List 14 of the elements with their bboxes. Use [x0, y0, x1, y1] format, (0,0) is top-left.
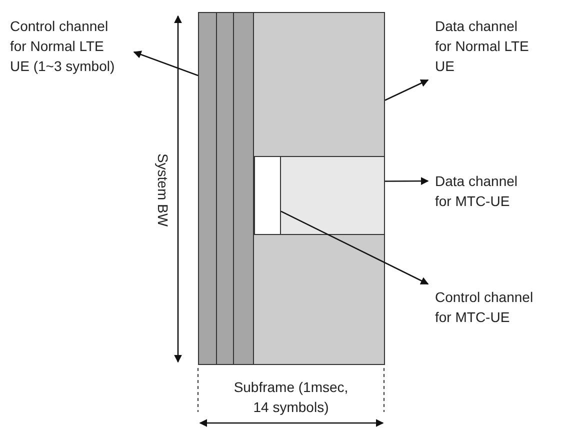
callout-text: Data channel for Normal LTE UE	[435, 16, 535, 76]
mtc-data-block	[280, 156, 385, 235]
data-region	[253, 12, 385, 365]
leader-arrow	[385, 177, 429, 186]
axis-label: System BW	[154, 153, 172, 227]
leader-arrow	[133, 50, 198, 76]
dimension-label: Subframe (1msec, 14 symbols)	[232, 378, 350, 417]
mtc-control-block	[254, 156, 281, 235]
callout-text: Control channel for Normal LTE UE (1~3 symbol)	[10, 16, 118, 76]
callout-text: Data channel for MTC-UE	[435, 171, 535, 211]
leader-arrow	[280, 210, 429, 285]
leader-arrow	[384, 79, 429, 101]
callout-text: Control channel for MTC-UE	[435, 287, 543, 327]
control-region	[198, 12, 254, 365]
